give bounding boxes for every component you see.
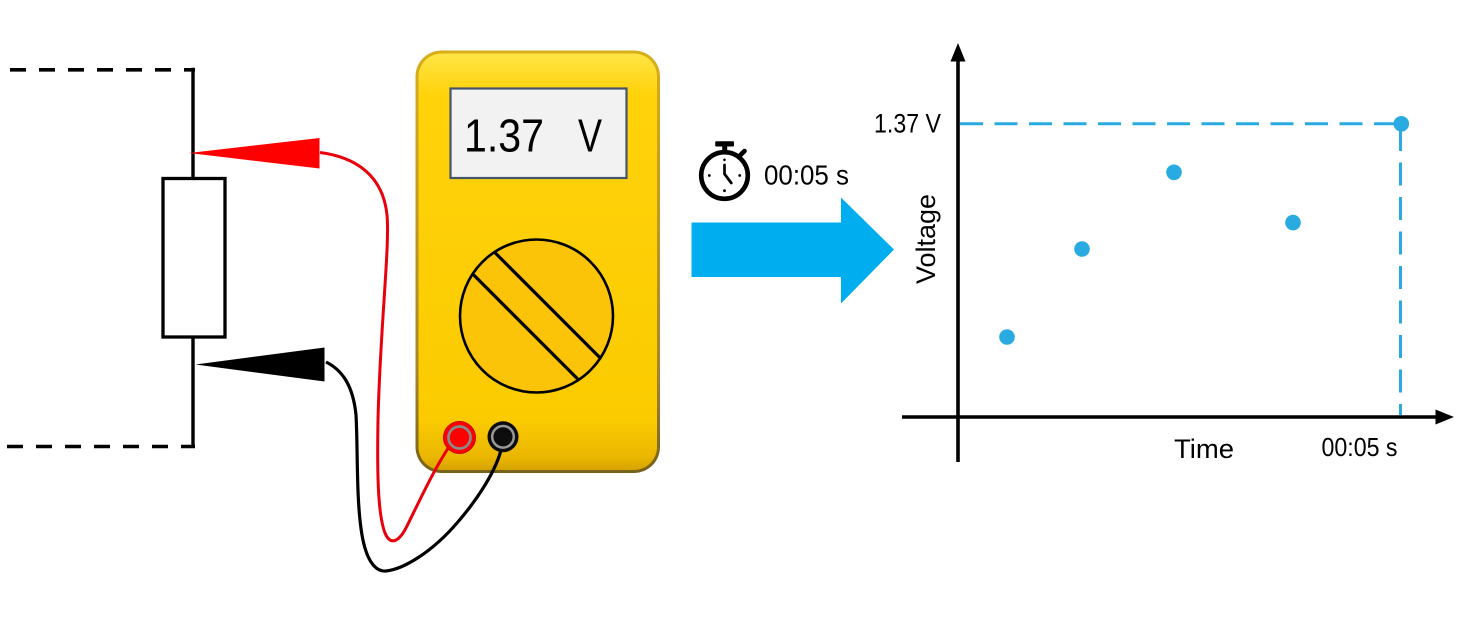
svg-text:00:05 s: 00:05 s: [1322, 432, 1398, 462]
svg-text:Time: Time: [1174, 434, 1234, 464]
svg-text:V: V: [578, 110, 602, 162]
svg-text:1.37 V: 1.37 V: [874, 109, 941, 139]
svg-text:1.37: 1.37: [464, 110, 544, 162]
svg-text:Voltage: Voltage: [911, 194, 941, 284]
svg-text:00:05 s: 00:05 s: [764, 160, 849, 191]
